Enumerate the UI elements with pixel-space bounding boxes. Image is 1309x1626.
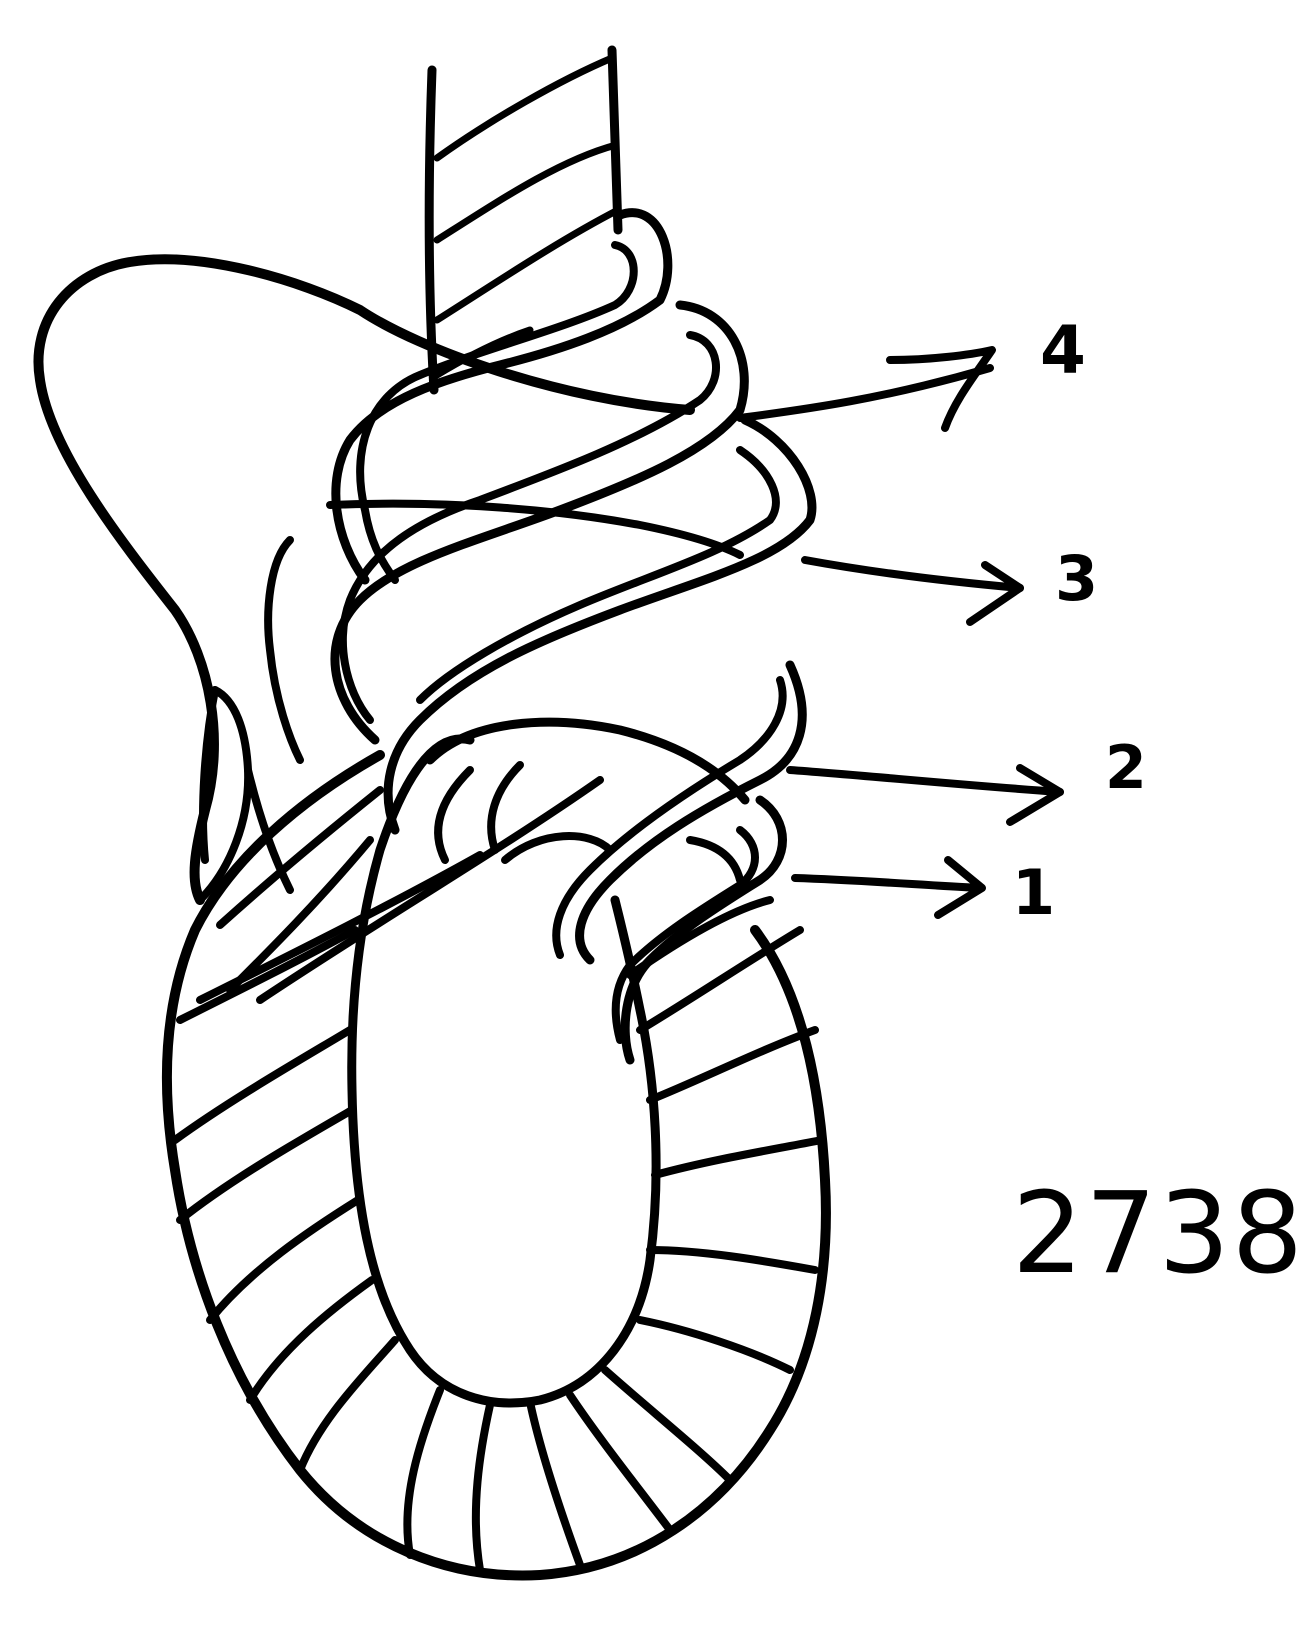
strand-2-label: 2 xyxy=(1105,738,1147,798)
eye-loop xyxy=(167,722,826,1575)
strand-4-label: 4 xyxy=(1040,318,1086,384)
arrow-1 xyxy=(795,860,982,915)
arrow-2 xyxy=(790,768,1060,822)
arrow-4 xyxy=(740,350,992,428)
strand-1-label: 1 xyxy=(1012,862,1055,924)
strand-arrows xyxy=(740,350,1060,915)
figure-number: 2738 xyxy=(1012,1178,1305,1290)
arrow-3 xyxy=(805,560,1020,622)
strand-3-label: 3 xyxy=(1055,548,1098,610)
